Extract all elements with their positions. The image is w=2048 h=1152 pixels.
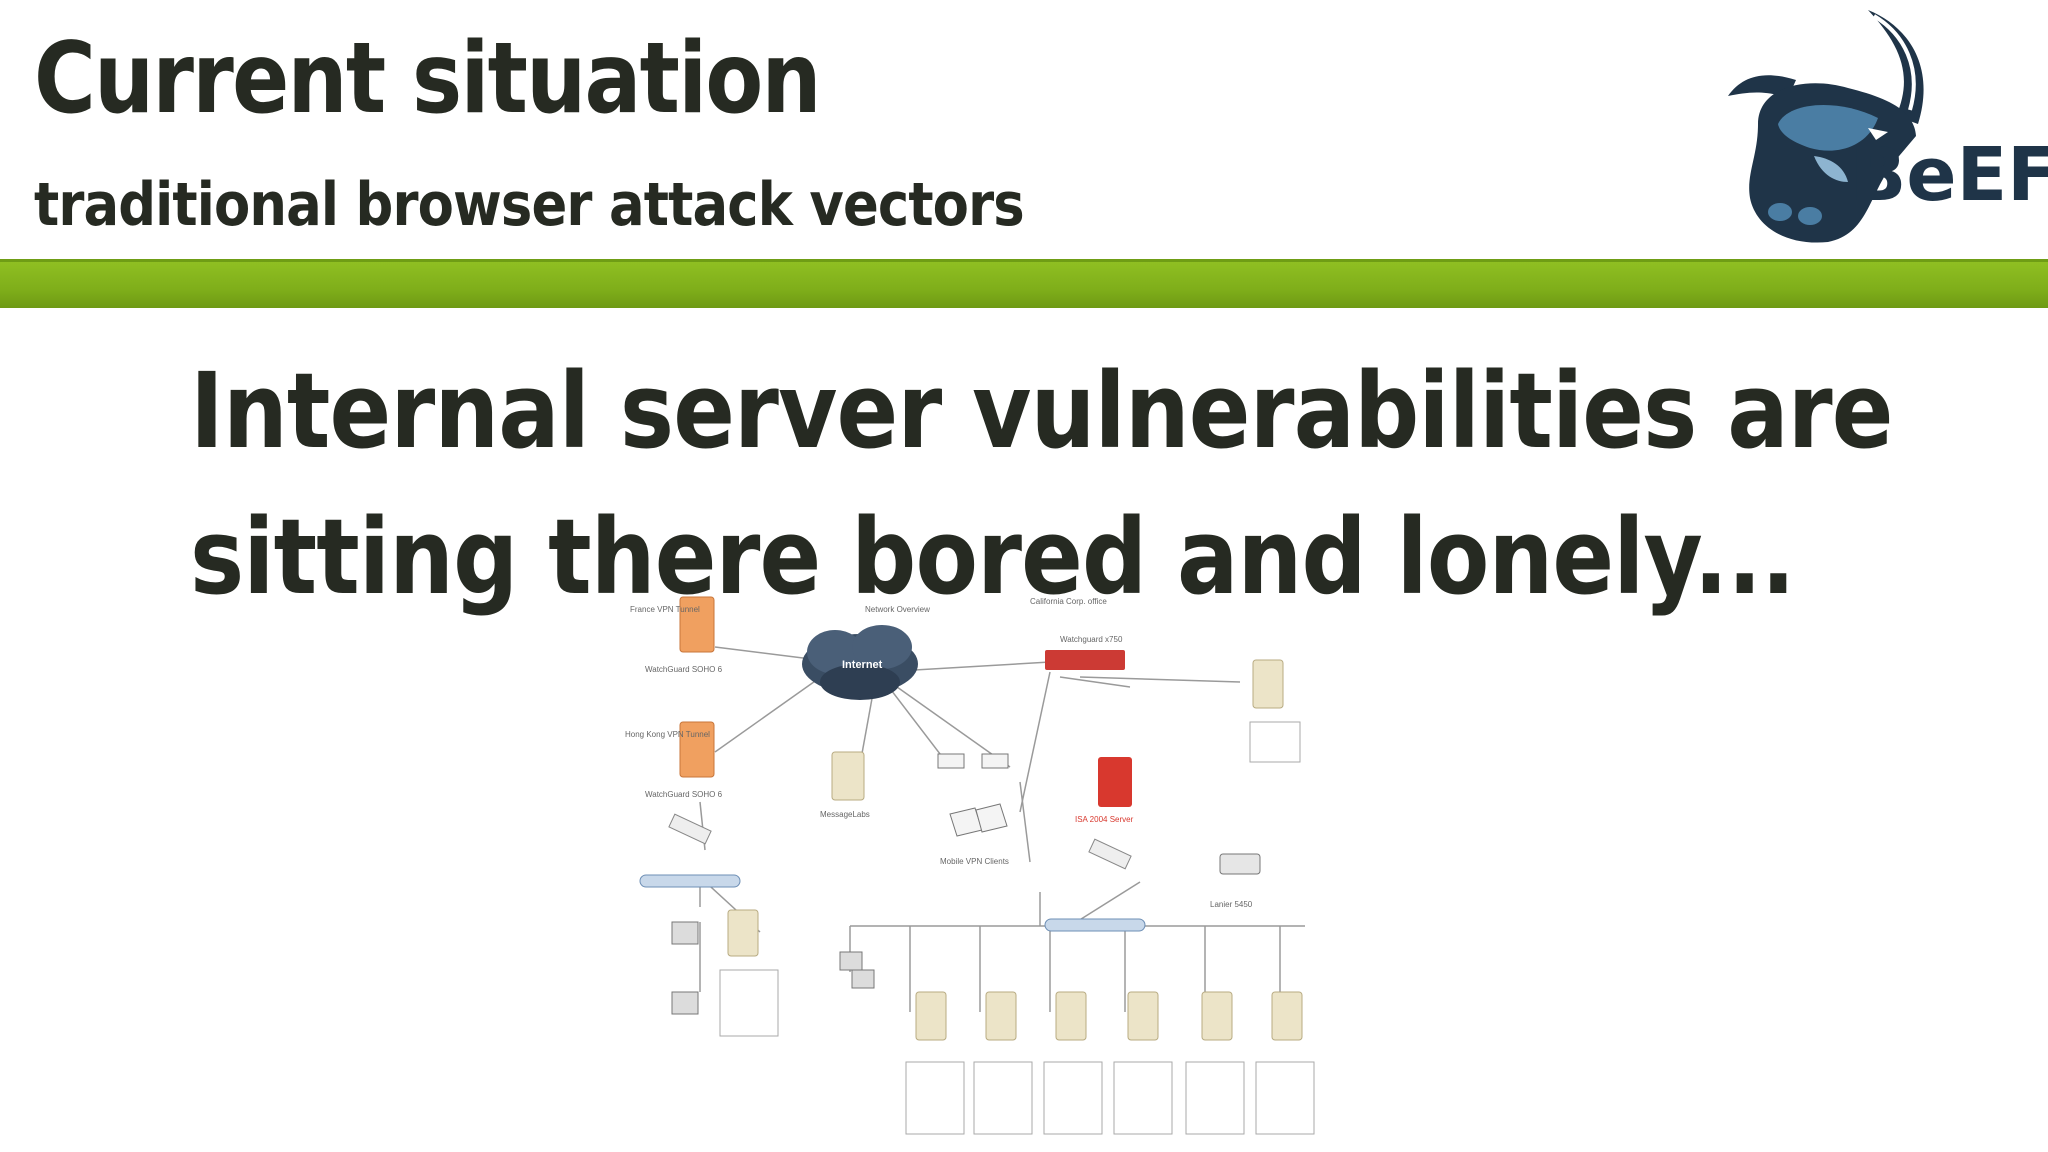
printer-icon — [1219, 853, 1261, 875]
modem-icon — [981, 753, 1009, 769]
mobile-label: Mobile VPN Clients — [940, 857, 1009, 866]
printer-label: Lanier 5450 — [1210, 900, 1253, 909]
server-icon — [1271, 991, 1303, 1041]
server-info-box — [973, 1061, 1033, 1135]
server-row — [915, 991, 1303, 1041]
hongkong-tunnel-label: Hong Kong VPN Tunnel — [625, 730, 710, 739]
hk-fw-label: WatchGuard SOHO 6 — [645, 790, 723, 799]
server-info-box — [1043, 1061, 1103, 1135]
france-fw-label: WatchGuard SOHO 6 — [645, 665, 723, 674]
switch-icon — [1088, 838, 1132, 870]
diagram-title: Network Overview — [865, 605, 930, 614]
mail-server-icon — [831, 751, 865, 801]
server-icon — [727, 909, 759, 957]
office-label: California Corp. office — [1030, 597, 1107, 606]
subnet-bar — [639, 874, 741, 888]
server-info-box — [905, 1061, 965, 1135]
server-info-box — [1185, 1061, 1245, 1135]
server-icon — [985, 991, 1017, 1041]
server-icon — [1055, 991, 1087, 1041]
router-icon — [1045, 650, 1125, 670]
server-icon — [915, 991, 947, 1041]
isa-server-icon — [1098, 757, 1132, 807]
router-label: Watchguard x750 — [1060, 635, 1123, 644]
server-icon — [1127, 991, 1159, 1041]
internet-cloud-icon — [802, 625, 918, 700]
workstation-icon — [671, 991, 699, 1015]
server-info-box — [719, 969, 779, 1037]
modem-icon — [937, 753, 965, 769]
server-icon — [1201, 991, 1233, 1041]
firewall-france-icon — [679, 596, 715, 653]
workstation-icon — [839, 951, 863, 971]
messagelabs-label: MessageLabs — [820, 810, 870, 819]
france-tunnel-label: France VPN Tunnel — [630, 605, 700, 614]
logo-text: BeEF — [1850, 132, 2048, 218]
firewall-hongkong-icon — [679, 721, 715, 778]
server-info-box — [1249, 721, 1301, 763]
internet-label: Internet — [842, 659, 883, 671]
server-info-box — [1113, 1061, 1173, 1135]
workstation-icon — [851, 969, 875, 989]
server-icon — [1252, 659, 1284, 709]
isa-label: ISA 2004 Server — [1075, 815, 1134, 824]
laptop-icon — [975, 803, 1008, 833]
slide-subtitle: traditional browser attack vectors — [34, 170, 1025, 240]
beef-logo: BeEF — [1728, 10, 2048, 243]
server-info-box — [1255, 1061, 1315, 1135]
server-info-row — [905, 1061, 1315, 1135]
headline: Internal server vulnerabilities are sitt… — [190, 350, 1893, 618]
accent-band — [0, 259, 2048, 308]
subnet-bar — [1044, 918, 1146, 932]
workstation-icon — [671, 921, 699, 945]
slide-title: Current situation — [34, 22, 822, 136]
network-diagram: Internet France VPN Tunnel WatchGuard SO… — [625, 596, 1315, 1135]
switch-icon — [668, 813, 712, 845]
